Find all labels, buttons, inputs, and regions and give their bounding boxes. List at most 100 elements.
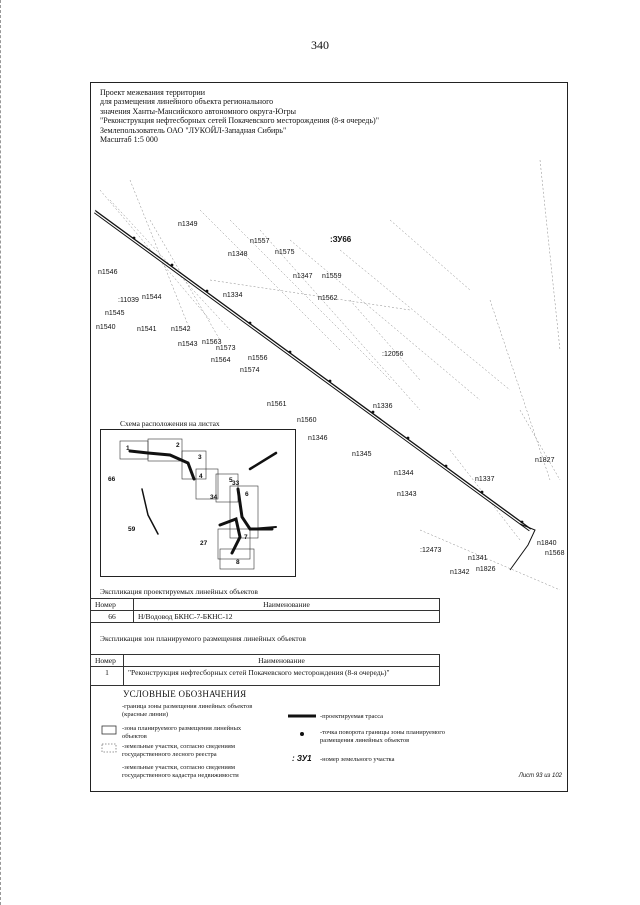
map-label: n1568 xyxy=(545,550,565,557)
map-label: n1546 xyxy=(98,269,118,276)
sheet-number: 6 xyxy=(245,491,249,498)
map-label: n1827 xyxy=(535,457,555,464)
header-line: Масштаб 1:5 000 xyxy=(100,135,158,145)
map-label: n1540 xyxy=(96,324,116,331)
legend-symbols-right xyxy=(288,714,316,736)
turn-point-symbol xyxy=(300,732,304,736)
table-row: 1 "Реконструкция нефтесборных сетей Пока… xyxy=(90,666,440,686)
drawing-frame xyxy=(90,82,568,792)
legend-item: -граница зоны размещения линейных объект… xyxy=(122,703,253,718)
object-number: 66 xyxy=(108,476,116,483)
legend-item: -земельные участки, согласно сведениям г… xyxy=(122,743,236,758)
map-label: n1349 xyxy=(178,221,198,228)
map-label: :12056 xyxy=(382,351,404,358)
map-label: n1574 xyxy=(240,367,260,374)
table-header-row: Номер Наименование xyxy=(90,598,440,611)
object-number: 34 xyxy=(210,494,218,501)
map-header: Проект межевания территории для размещен… xyxy=(100,88,379,144)
sheet-number: 3 xyxy=(198,454,202,461)
parcel-boundaries xyxy=(99,159,561,590)
map-label: n1561 xyxy=(267,401,287,408)
map-label: n1343 xyxy=(397,491,417,498)
object-numbers: 66 33 34 59 27 xyxy=(108,476,240,547)
map-label: n1347 xyxy=(293,273,313,280)
sheet-numbers: 1 2 3 4 5 6 7 8 xyxy=(126,442,249,566)
sheet-number: 5 xyxy=(229,477,233,484)
linear-objects-title: Экспликация проектируемых линейных объек… xyxy=(100,587,258,596)
map-label: n1557 xyxy=(250,238,270,245)
header-cell: Наименование xyxy=(123,654,440,667)
map-label: n1826 xyxy=(476,566,496,573)
legend-item: -зона планируемого размещения линейных о… xyxy=(122,725,242,740)
map-label: n1545 xyxy=(105,310,125,317)
map-label: n1342 xyxy=(450,569,470,576)
map-label: n1564 xyxy=(211,357,231,364)
object-number: 59 xyxy=(128,526,136,533)
map-label: n1573 xyxy=(216,345,236,352)
sheet-scheme: 1 2 3 4 5 6 7 8 66 33 34 59 27 xyxy=(100,429,296,577)
scheme-title: Схема расположения на листах xyxy=(120,419,220,428)
sheet-number: 4 xyxy=(199,473,203,480)
legend-item: -точка поворота границы зоны планируемог… xyxy=(320,729,446,744)
map-label: :ЗУ66 xyxy=(330,235,352,244)
map-label: n1563 xyxy=(202,339,222,346)
sheet-frames xyxy=(119,438,259,570)
map-label: n1541 xyxy=(137,326,157,333)
legend-item: -номер земельного участка xyxy=(320,756,395,763)
table-cell: "Реконструкция нефтесборных сетей Покаче… xyxy=(123,666,440,686)
map-label: n1559 xyxy=(322,273,342,280)
legend-item: -проектируемая трасса xyxy=(320,713,384,720)
map-label: n1344 xyxy=(394,470,414,477)
map-label: n1346 xyxy=(308,435,328,442)
object-number: 27 xyxy=(200,540,208,547)
map-label: n1542 xyxy=(171,326,191,333)
point-labels: n1349 n1557 n1348 n1575 :ЗУ66 n1546 n134… xyxy=(96,221,565,576)
header-line: Проект межевания территории xyxy=(100,88,206,97)
table-row: 66 Н/Водовод БКНС-7-БКНС-12 xyxy=(90,610,440,623)
zones-table: Номер Наименование 1 "Реконструкция нефт… xyxy=(90,654,440,686)
map-label: :12473 xyxy=(420,547,442,554)
table-cell: 1 xyxy=(90,666,124,686)
map-label: n1543 xyxy=(178,341,198,348)
linear-objects-table: Номер Наименование 66 Н/Водовод БКНС-7-Б… xyxy=(90,598,440,623)
map-label: n1560 xyxy=(297,417,317,424)
map-label: n1341 xyxy=(468,555,488,562)
header-line: Землепользователь ОАО "ЛУКОЙЛ-Западная С… xyxy=(100,125,287,135)
page-edge-mark xyxy=(0,0,5,905)
map-label: n1348 xyxy=(228,251,248,258)
sheet-number: 2 xyxy=(176,442,180,449)
header-cell: Номер xyxy=(90,654,124,667)
header-line: значения Ханты-Мансийского автономного о… xyxy=(100,106,297,116)
sheet-label: Лист 93 из 102 xyxy=(518,773,562,779)
legend-item: -земельные участки, согласно сведениям г… xyxy=(122,764,239,779)
cadastral-map: n1349 n1557 n1348 n1575 :ЗУ66 n1546 n134… xyxy=(94,159,565,590)
map-label: n1544 xyxy=(142,294,162,301)
header-line: для размещения линейного объекта региона… xyxy=(100,97,274,107)
sheet-number: 7 xyxy=(244,534,248,541)
sheet-number: 8 xyxy=(236,559,240,566)
legend-title: УСЛОВНЫЕ ОБОЗНАЧЕНИЯ xyxy=(123,689,247,699)
turn-points xyxy=(132,236,524,524)
pipelines xyxy=(128,449,278,555)
object-number: 33 xyxy=(232,480,240,487)
header-line: "Реконструкция нефтесборных сетей Покаче… xyxy=(100,116,379,126)
map-label: :11039 xyxy=(118,297,139,304)
map-label: n1575 xyxy=(275,249,295,256)
map-label: n1345 xyxy=(352,451,372,458)
forest-parcel-symbol xyxy=(101,743,117,753)
zone-symbol xyxy=(101,725,117,735)
header-cell: Номер xyxy=(90,598,134,611)
table-cell: 66 xyxy=(90,610,134,623)
page-number: 340 xyxy=(311,38,329,52)
table-cell: Н/Водовод БКНС-7-БКНС-12 xyxy=(133,610,440,623)
zu-symbol: : ЗУ1 xyxy=(292,754,312,763)
header-cell: Наименование xyxy=(133,598,440,611)
legend-symbols-left xyxy=(101,725,117,753)
route-end xyxy=(509,523,536,571)
map-label: n1562 xyxy=(318,295,338,302)
sheet-number: 1 xyxy=(126,445,130,452)
map-label: n1337 xyxy=(475,476,495,483)
projected-route xyxy=(94,209,531,532)
zones-title: Экспликация зон планируемого размещения … xyxy=(100,634,306,643)
map-label: n1840 xyxy=(537,540,557,547)
